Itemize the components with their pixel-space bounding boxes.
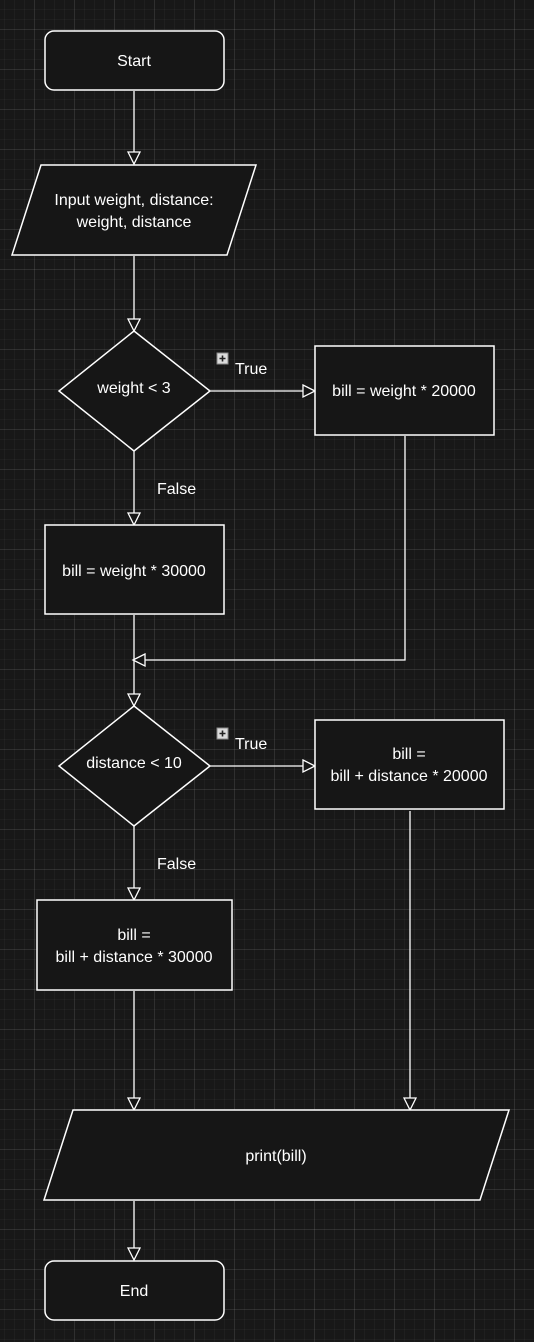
plus-square-icon[interactable] [216, 352, 229, 365]
node-bill-distance-30000-label-line1: bill = [117, 927, 150, 944]
plus-square-icon[interactable] [216, 727, 229, 740]
node-decision-distance-label: distance < 10 [86, 755, 182, 772]
edge-decision1-false[interactable] [126, 451, 142, 527]
edge-decision2-false[interactable] [126, 826, 142, 902]
node-decision-weight-label: weight < 3 [96, 380, 170, 397]
edge-start-input[interactable] [126, 91, 142, 166]
node-input-label-line2: weight, distance [76, 214, 192, 231]
node-bill-distance-20000-label-line2: bill + distance * 20000 [331, 768, 488, 785]
edge-false2-print[interactable] [126, 991, 142, 1112]
edge-input-decision1[interactable] [126, 256, 142, 333]
edges [126, 91, 418, 1262]
node-start-label: Start [117, 53, 151, 70]
edge-decision2-true[interactable] [210, 758, 317, 774]
node-input[interactable]: Input weight, distance: weight, distance [10, 164, 258, 256]
edge-label-true-1: True [235, 361, 267, 378]
edge-decision1-true[interactable] [210, 383, 317, 399]
edge-true2-print[interactable] [402, 811, 418, 1112]
node-bill-weight-30000[interactable]: bill = weight * 30000 [44, 524, 225, 615]
node-end-label: End [120, 1283, 148, 1300]
node-bill-distance-30000[interactable]: bill = bill + distance * 30000 [36, 899, 233, 991]
edge-label-true-2: True [235, 736, 267, 753]
edge-label-false-2: False [157, 856, 196, 873]
node-bill-weight-20000-label: bill = weight * 20000 [332, 383, 476, 400]
node-print[interactable]: print(bill) [42, 1109, 511, 1201]
node-bill-distance-30000-label-line2: bill + distance * 30000 [56, 949, 213, 966]
edge-false1-decision2[interactable] [126, 615, 142, 708]
edge-print-end[interactable] [126, 1201, 142, 1262]
node-input-label-line1: Input weight, distance: [54, 192, 213, 209]
edge-label-false-1: False [157, 481, 196, 498]
edge-labels: True False True False [157, 352, 267, 873]
node-end[interactable]: End [44, 1260, 225, 1321]
node-decision-distance[interactable]: distance < 10 [57, 705, 212, 827]
node-decision-weight[interactable]: weight < 3 [57, 330, 212, 452]
node-start[interactable]: Start [44, 30, 225, 91]
edge-true1-merge[interactable] [131, 436, 406, 668]
node-print-label: print(bill) [245, 1148, 306, 1165]
node-bill-weight-20000[interactable]: bill = weight * 20000 [314, 345, 495, 436]
node-bill-distance-20000[interactable]: bill = bill + distance * 20000 [314, 719, 505, 810]
node-bill-distance-20000-label-line1: bill = [392, 746, 425, 763]
nodes: Start Input weight, distance: weight, di… [10, 30, 511, 1321]
node-bill-weight-30000-label: bill = weight * 30000 [62, 563, 206, 580]
